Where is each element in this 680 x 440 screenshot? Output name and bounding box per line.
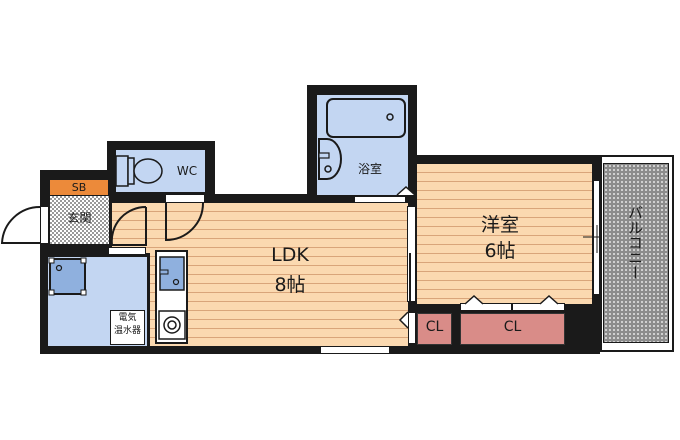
stove-burner-icon — [158, 310, 186, 340]
closet-door-triangle-icon — [398, 311, 409, 329]
balcony-floor — [603, 163, 669, 343]
closet-large-door-left[interactable] — [460, 303, 512, 311]
water-heater-label-line2: 温水器 — [113, 326, 141, 336]
ldk-size-label: 8帖 — [274, 274, 306, 296]
shoe-box — [50, 180, 108, 195]
washroom-door-opening[interactable] — [108, 247, 146, 255]
water-heater — [110, 310, 145, 345]
closet-large — [460, 313, 565, 345]
western-room-label: 洋室 — [480, 214, 519, 236]
entrance-door-swing-icon — [0, 205, 41, 244]
entrance-label: 玄関 — [67, 211, 92, 225]
shoe-box-label: SB — [71, 181, 87, 194]
western-room-floor — [417, 164, 592, 304]
toilet-door-opening[interactable] — [165, 194, 205, 203]
kitchen-sink-icon — [159, 256, 185, 291]
toilet-bowl-icon — [115, 155, 163, 187]
closet-small-door[interactable] — [408, 312, 416, 344]
bathroom-label: 浴室 — [357, 162, 382, 176]
entrance-door-opening[interactable] — [40, 206, 49, 244]
closet-small-label: CL — [425, 319, 444, 335]
bathtub-icon — [318, 98, 416, 196]
ldk-label: LDK — [271, 244, 309, 266]
entrance-floor — [50, 196, 109, 244]
closet-door-arrows-icon — [464, 294, 559, 305]
closet-large-door-right[interactable] — [512, 303, 565, 311]
bathroom-door-opening[interactable] — [354, 196, 406, 203]
sliding-door-panel — [409, 253, 411, 301]
water-heater-label-line1: 電気 — [118, 313, 137, 323]
closet-small — [417, 313, 452, 345]
western-room-size-label: 6帖 — [484, 240, 516, 262]
ldk-window[interactable] — [320, 346, 390, 354]
toilet-door-swing-icon — [165, 202, 204, 242]
washroom-door-swing-icon — [110, 205, 147, 246]
bedroom-sliding-door[interactable] — [407, 206, 416, 302]
closet-large-label: CL — [503, 319, 522, 335]
toilet-label: WC — [176, 164, 198, 178]
balcony-label: バルコニー — [626, 205, 644, 280]
washing-machine-pan-icon — [48, 257, 87, 296]
